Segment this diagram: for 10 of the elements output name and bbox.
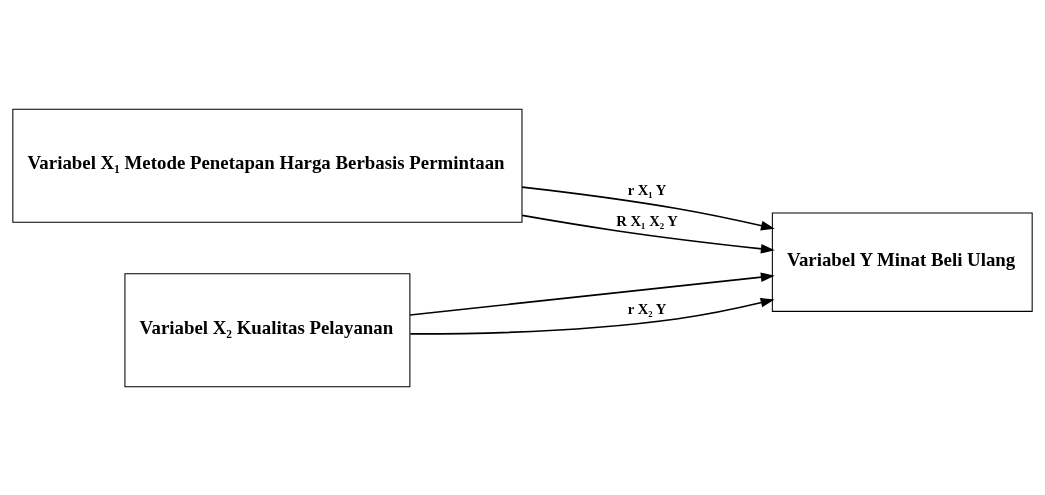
edge-label: r X₂ Y — [627, 300, 667, 317]
node-box: Variabel Y Minat Beli Ulang — [771, 211, 1033, 312]
arrow — [521, 214, 775, 254]
node-box: Variabel X₁ Metode Penetapan Harga Berbasis Permintaan — [12, 108, 523, 223]
node-box: Variabel X₂ Kualitas Pelayanan — [124, 272, 411, 387]
arrow — [521, 185, 775, 230]
edge-label: R X₁ X₂ Y — [616, 212, 678, 229]
arrow — [409, 271, 775, 316]
arrow — [409, 297, 775, 335]
edge-label: r X₁ Y — [627, 181, 667, 198]
